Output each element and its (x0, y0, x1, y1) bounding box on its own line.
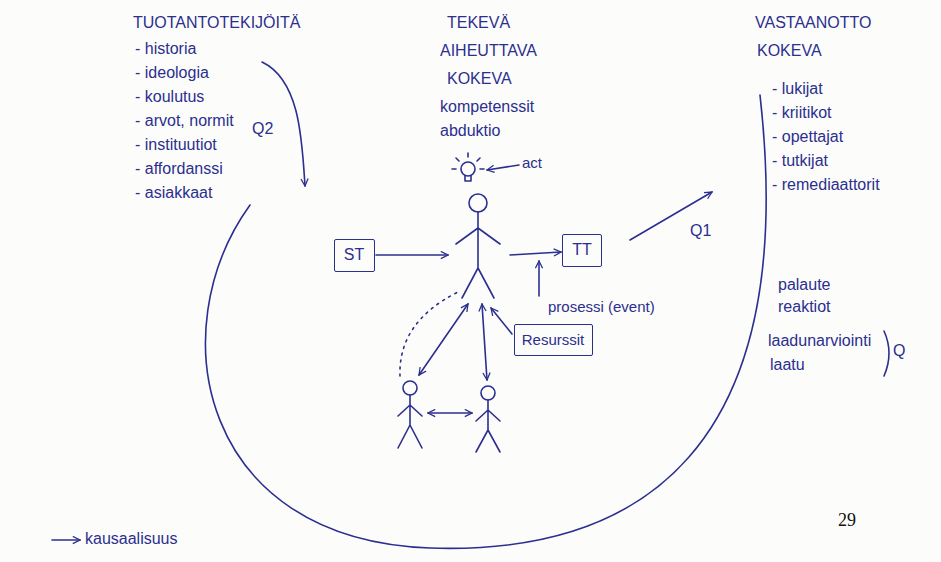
resource-arrow (491, 308, 512, 334)
note: abduktio (440, 122, 501, 140)
heading: KOKEVA (757, 42, 822, 60)
label-anchor: reaktiot (778, 298, 830, 316)
label-anchor: TEKEVÄ (447, 14, 510, 32)
note: act (522, 154, 542, 171)
list-item: - arvot, normit (135, 112, 234, 130)
label-anchor: laadunarviointi (768, 332, 871, 350)
q1-arrow (630, 192, 712, 240)
note: laadunarviointi (768, 332, 871, 350)
note: Q (893, 342, 905, 360)
dotted-curve (400, 292, 458, 376)
list-item: - historia (135, 40, 196, 58)
stick-figure (476, 386, 500, 452)
label-anchor: 29 (838, 510, 856, 531)
list-item: - asiakkaat (135, 184, 212, 202)
label-anchor: palaute (778, 276, 831, 294)
label-anchor: - affordanssi (135, 160, 223, 178)
heading: TEKEVÄ (447, 14, 510, 32)
label-anchor: - historia (135, 40, 196, 58)
process-arrow (538, 261, 540, 296)
label-anchor: AIHEUTTAVA (440, 42, 537, 60)
list-item: - affordanssi (135, 160, 223, 178)
note: laatu (770, 356, 805, 374)
label-anchor: - instituutiot (135, 136, 217, 154)
note: kompetenssit (440, 98, 534, 116)
cycle-curve (205, 95, 766, 548)
interaction-arrow (419, 304, 468, 375)
label-anchor: Q2 (252, 120, 273, 138)
list-item: - opettajat (772, 128, 843, 146)
interaction-arrow (482, 304, 487, 380)
label-anchor: prosessi (event) (548, 298, 655, 315)
arrow-label: Q1 (690, 222, 711, 240)
arrow-label: Q2 (252, 120, 273, 138)
label-anchor: - ideologia (135, 64, 209, 82)
label-anchor: kausaalisuus (85, 530, 178, 548)
box-label: Resurssit (522, 331, 585, 348)
label-anchor: - arvot, normit (135, 112, 234, 130)
text-box: Resurssit (514, 324, 593, 356)
list-item: - koulutus (135, 88, 204, 106)
label-anchor: act (522, 154, 542, 171)
label-anchor: - koulutus (135, 88, 204, 106)
text-box: ST (334, 239, 375, 272)
list-item: - ideologia (135, 64, 209, 82)
label-anchor: - tutkijat (772, 152, 828, 170)
stick-figure (456, 194, 500, 298)
label-anchor: KOKEVA (757, 42, 822, 60)
act-arrow (487, 165, 519, 170)
heading: AIHEUTTAVA (440, 42, 537, 60)
label-anchor: laatu (770, 356, 805, 374)
label-anchor: Q1 (690, 222, 711, 240)
list-item: - kriitikot (772, 104, 832, 122)
note: kausaalisuus (85, 530, 178, 548)
input-arrow (376, 254, 448, 256)
box-label: TT (572, 241, 592, 259)
interaction-arrow (428, 412, 472, 414)
list-item: - instituutiot (135, 136, 217, 154)
heading: VASTAANOTTO (755, 14, 871, 32)
light-bulb (452, 153, 484, 181)
heading: KOKEVA (447, 70, 512, 88)
text-box: TT (562, 234, 602, 267)
label-anchor: KOKEVA (447, 70, 512, 88)
output-arrow (510, 252, 561, 255)
causality-arrow (52, 539, 80, 541)
label-anchor: - lukijat (772, 80, 823, 98)
note: reaktiot (778, 298, 830, 316)
note: prosessi (event) (548, 298, 655, 315)
label-anchor: - kriitikot (772, 104, 832, 122)
note: palaute (778, 276, 831, 294)
label-anchor: kompetenssit (440, 98, 534, 116)
list-item: - lukijat (772, 80, 823, 98)
list-item: - tutkijat (772, 152, 828, 170)
label-anchor: TUOTANTOTEKIJÖITÄ (133, 14, 300, 32)
label-anchor: abduktio (440, 122, 501, 140)
label-anchor: - opettajat (772, 128, 843, 146)
label-anchor: VASTAANOTTO (755, 14, 871, 32)
list-item: - remediaattorit (772, 176, 880, 194)
label-anchor: - asiakkaat (135, 184, 212, 202)
stick-figure (398, 381, 422, 448)
box-label: ST (344, 246, 364, 264)
heading: TUOTANTOTEKIJÖITÄ (133, 14, 300, 32)
label-anchor: Q (893, 342, 905, 360)
label-anchor: - remediaattorit (772, 176, 880, 194)
page-number: 29 (838, 510, 856, 531)
bracket (884, 331, 889, 376)
